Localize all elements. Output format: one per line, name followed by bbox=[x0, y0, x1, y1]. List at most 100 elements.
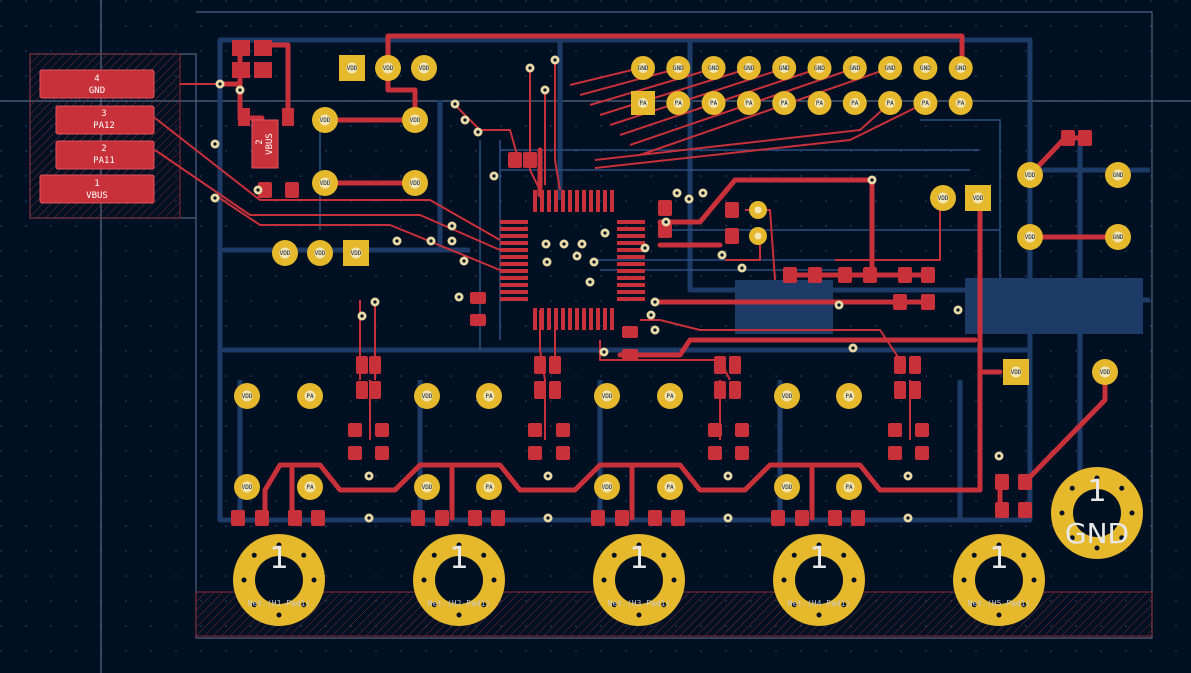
through-hole-pad[interactable]: VDD bbox=[402, 170, 428, 196]
pad-label: VDD bbox=[347, 65, 358, 72]
header-pin[interactable]: GND bbox=[666, 56, 691, 80]
header-pin[interactable]: GND bbox=[736, 56, 761, 80]
header-pin[interactable]: GND bbox=[701, 56, 726, 80]
through-hole-pad[interactable]: VDD bbox=[930, 185, 956, 211]
pad-label: GND bbox=[885, 65, 896, 72]
chip-pin bbox=[617, 276, 645, 280]
through-hole-pad[interactable]: VDD bbox=[414, 383, 440, 409]
through-hole-pad[interactable]: VDD bbox=[375, 55, 401, 81]
through-hole-pad[interactable]: VDD bbox=[312, 170, 338, 196]
pad-label: VDD bbox=[242, 484, 253, 491]
through-hole-pad[interactable]: PA bbox=[476, 383, 502, 409]
connector-pin-1[interactable] bbox=[39, 174, 155, 204]
header-pin[interactable]: GND bbox=[772, 56, 797, 80]
header-pin[interactable]: PA bbox=[807, 91, 832, 115]
through-hole-pad[interactable]: GND bbox=[1105, 224, 1131, 250]
crystal-pad[interactable] bbox=[749, 227, 767, 245]
header-pin[interactable]: GND bbox=[948, 56, 973, 80]
through-hole-pad[interactable]: VDD bbox=[272, 240, 298, 266]
connector-pin-3[interactable] bbox=[55, 105, 155, 135]
through-hole-pad[interactable]: VDD bbox=[312, 107, 338, 133]
regulator-part[interactable]: 2 VBUS bbox=[232, 40, 294, 169]
regulator-pad[interactable] bbox=[251, 119, 279, 169]
chip-pin bbox=[617, 234, 645, 238]
header-pin[interactable]: PA bbox=[631, 91, 655, 115]
smd-pad bbox=[285, 182, 299, 198]
smd-components[interactable] bbox=[231, 130, 1092, 526]
chip-pin bbox=[617, 283, 645, 287]
through-hole-pad[interactable]: VDD bbox=[774, 474, 800, 500]
smd-pad bbox=[258, 182, 272, 198]
smd-pad bbox=[534, 356, 546, 374]
pin-header[interactable]: GND GND GND GND GND GND GND GND GND GND PA PA PA PA PA… bbox=[631, 56, 973, 115]
header-pin[interactable]: GND bbox=[842, 56, 867, 80]
through-hole-pad[interactable]: VDD bbox=[414, 474, 440, 500]
through-hole-pad[interactable]: PA bbox=[657, 383, 683, 409]
header-pin[interactable]: PA bbox=[913, 91, 938, 115]
header-pin[interactable]: GND bbox=[878, 56, 903, 80]
pad-label: VDD bbox=[938, 195, 949, 202]
hole-net-label: Net-(H4-Pad1) bbox=[788, 599, 851, 608]
through-hole-pad[interactable]: VDD bbox=[339, 55, 365, 81]
through-hole-pad[interactable]: VDD bbox=[402, 107, 428, 133]
smd-pad bbox=[356, 356, 368, 374]
mcu-chip[interactable] bbox=[500, 190, 645, 330]
through-hole-pad[interactable]: VDD bbox=[594, 383, 620, 409]
header-pin[interactable]: GND bbox=[631, 56, 655, 80]
header-pin[interactable]: PA bbox=[736, 91, 761, 115]
chip-pin bbox=[582, 308, 586, 330]
through-hole-pad[interactable]: VDD bbox=[1017, 162, 1043, 188]
through-hole-pad[interactable]: VDD bbox=[234, 474, 260, 500]
through-hole-pad[interactable]: PA bbox=[297, 474, 323, 500]
through-hole-pad[interactable]: VDD bbox=[307, 240, 333, 266]
chip-pin bbox=[500, 248, 528, 252]
pad-label: VDD bbox=[602, 393, 613, 400]
through-hole-pad[interactable]: PA bbox=[836, 474, 862, 500]
through-hole-pad[interactable]: VDD bbox=[411, 55, 437, 81]
pad-label: GND bbox=[1113, 234, 1124, 241]
header-pin[interactable]: GND bbox=[807, 56, 832, 80]
through-hole-pad[interactable]: VDD bbox=[1003, 359, 1029, 385]
back-copper-zone bbox=[735, 280, 833, 334]
header-pin[interactable]: PA bbox=[878, 91, 903, 115]
header-pin[interactable]: PA bbox=[948, 91, 973, 115]
header-pin[interactable]: GND bbox=[913, 56, 938, 80]
usb-connector[interactable]: 4 GND 3 PA12 2 PA11 1 VBUS bbox=[39, 69, 155, 204]
header-pin[interactable]: PA bbox=[842, 91, 867, 115]
header-pin[interactable]: PA bbox=[666, 91, 691, 115]
through-hole-pad[interactable]: PA bbox=[657, 474, 683, 500]
connector-pin-4[interactable] bbox=[39, 69, 155, 99]
smd-pad bbox=[591, 510, 605, 526]
through-hole-pad[interactable]: PA bbox=[836, 383, 862, 409]
through-hole-pad[interactable]: VDD bbox=[234, 383, 260, 409]
pad-label: PA bbox=[845, 393, 853, 400]
header-pin[interactable]: PA bbox=[701, 91, 726, 115]
through-hole-pad[interactable]: GND bbox=[1105, 162, 1131, 188]
crystal-pad[interactable] bbox=[749, 201, 767, 219]
pad-label: PA bbox=[710, 100, 718, 107]
pad-label: PA bbox=[957, 100, 965, 107]
through-hole-pad[interactable]: VDD bbox=[965, 185, 991, 211]
connector-pin-2[interactable] bbox=[55, 140, 155, 170]
pad-label: VDD bbox=[320, 117, 331, 124]
smd-pad bbox=[470, 314, 486, 326]
through-hole-pad[interactable]: VDD bbox=[774, 383, 800, 409]
header-pin[interactable]: PA bbox=[772, 91, 797, 115]
through-hole-pad[interactable]: PA bbox=[476, 474, 502, 500]
back-copper-zone-right bbox=[965, 278, 1143, 334]
through-hole-pad[interactable]: VDD bbox=[343, 240, 369, 266]
through-hole-pad[interactable]: VDD bbox=[594, 474, 620, 500]
through-hole-pad[interactable]: VDD bbox=[1017, 224, 1043, 250]
through-hole-pad[interactable]: PA bbox=[297, 383, 323, 409]
through-hole-pad[interactable]: VDD bbox=[1092, 359, 1118, 385]
pin-name: PA12 bbox=[93, 121, 115, 131]
